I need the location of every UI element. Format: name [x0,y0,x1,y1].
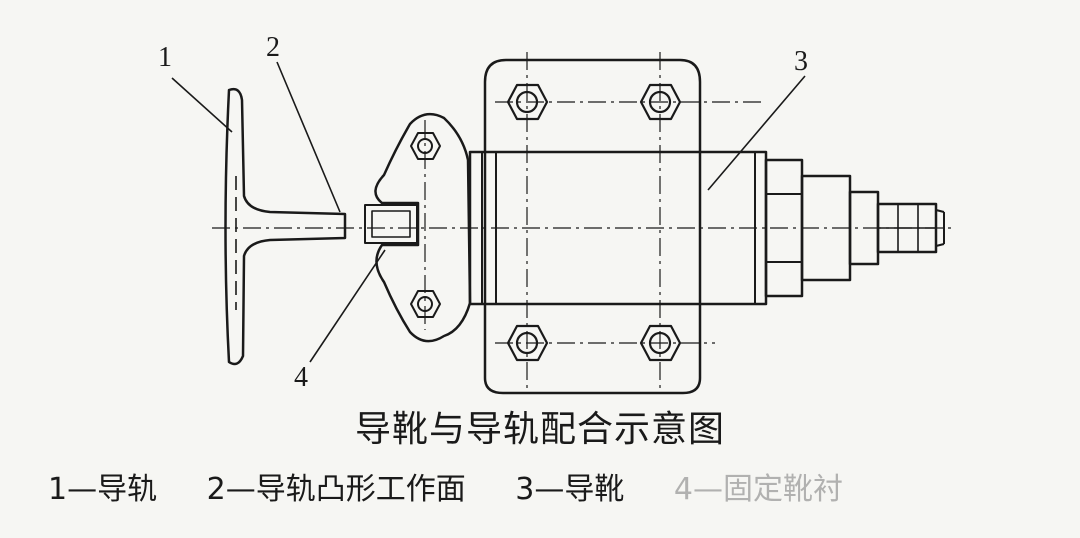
callout-4: 4 [294,362,308,393]
legend-item-guide-shoe: 3—导靴 [515,472,625,507]
guide-rail [224,87,347,366]
diagram-title: 导靴与导轨配合示意图 [354,409,725,450]
callout-1: 1 [158,42,172,73]
legend-item-working-face: 2—导轨凸形工作面 [206,472,466,507]
legend: 1—导轨 2—导轨凸形工作面 3—导靴 4—固定靴衬 [48,464,843,508]
legend-item-faded: 4—固定靴衬 [673,472,844,507]
shoe-liner-slot [371,210,411,238]
callout-2: 2 [266,32,280,63]
legend-item-guide-rail: 1—导轨 [48,472,158,507]
mounting-plate [483,58,702,395]
shoe-liner [364,204,418,244]
callout-3: 3 [794,46,808,77]
shoe-flange [374,112,472,343]
